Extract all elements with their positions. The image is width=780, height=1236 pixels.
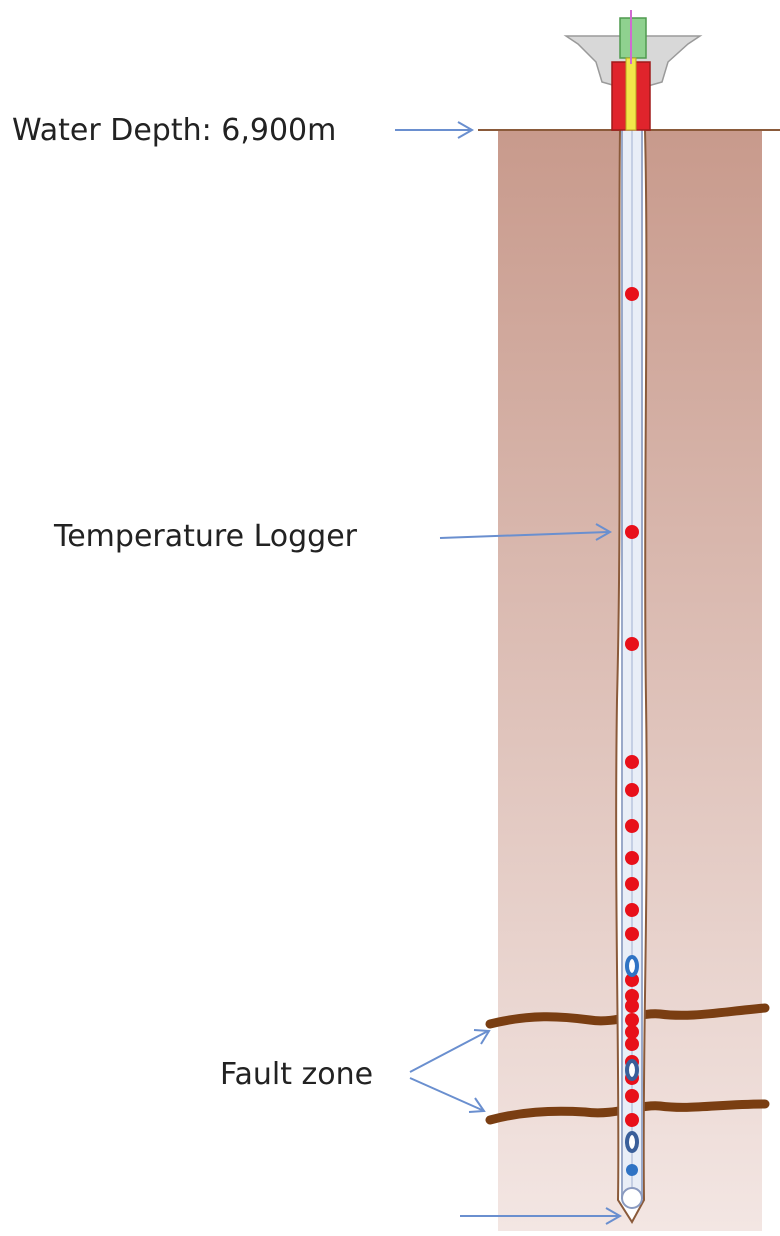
temperature-logger-marker xyxy=(625,287,639,301)
pressure-sensor-marker xyxy=(625,955,639,977)
temperature-logger-marker xyxy=(625,989,639,1003)
temperature-logger-marker xyxy=(625,999,639,1013)
arrows xyxy=(395,121,623,1225)
temperature-logger-marker xyxy=(625,927,639,941)
temperature-logger-marker xyxy=(625,851,639,865)
water-depth-label: Water Depth: 6,900m xyxy=(12,113,337,148)
arrow-fault-lower-head xyxy=(468,1097,486,1113)
arrow-fault-upper-head xyxy=(473,1029,491,1045)
temperature-logger-marker xyxy=(625,1025,639,1039)
pressure-sensor-marker xyxy=(625,1131,639,1153)
arrow-fault-lower xyxy=(409,1077,483,1111)
arrow-bottom-head xyxy=(605,1207,623,1225)
sensor-string xyxy=(625,287,639,1176)
wellhead xyxy=(563,10,703,131)
temperature-logger-marker xyxy=(625,1113,639,1127)
temperature-logger-marker xyxy=(625,877,639,891)
temperature-logger-marker xyxy=(625,973,639,987)
temperature-logger-marker xyxy=(625,819,639,833)
temperature-logger-marker xyxy=(625,903,639,917)
temperature-logger-label: Temperature Logger xyxy=(54,519,357,554)
temperature-logger-marker xyxy=(625,783,639,797)
temperature-logger-marker xyxy=(625,1013,639,1027)
arrow-temperature-logger xyxy=(439,531,609,539)
arrow-fault-upper xyxy=(409,1030,489,1073)
bottom-sensor-marker xyxy=(626,1164,638,1176)
fault-zone-label: Fault zone xyxy=(220,1057,374,1092)
temperature-logger-marker xyxy=(625,1037,639,1051)
wellhead-cap xyxy=(619,17,647,59)
pressure-sensor-marker xyxy=(625,1059,639,1081)
temperature-logger-marker xyxy=(625,755,639,769)
arrow-water-depth-head xyxy=(457,121,475,139)
temperature-logger-marker xyxy=(625,637,639,651)
arrow-temperature-logger-head xyxy=(595,523,613,541)
temperature-logger-marker xyxy=(625,525,639,539)
bottom-seal xyxy=(621,1187,643,1209)
wellhead-core xyxy=(625,57,637,131)
temperature-logger-marker xyxy=(625,1089,639,1103)
